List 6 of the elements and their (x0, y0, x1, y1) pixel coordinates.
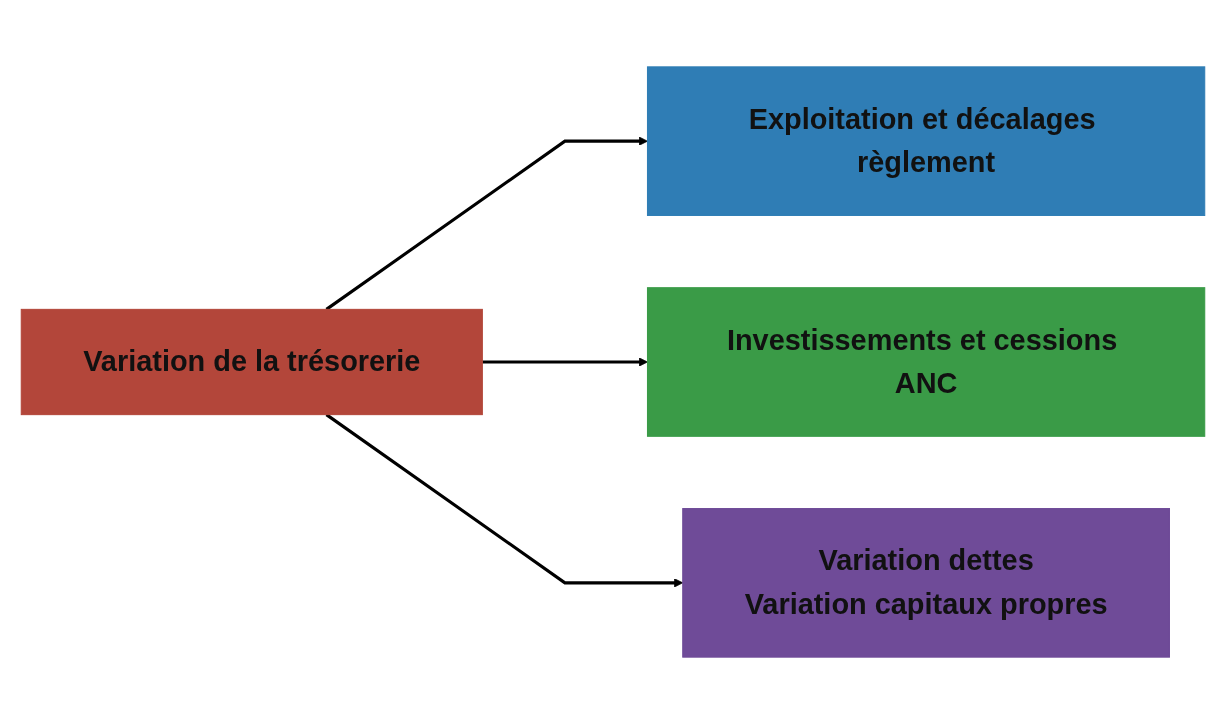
node-box: Variation de la trésorerie (20, 308, 483, 416)
arrow (325, 136, 648, 311)
node-box: Investissements et cessions ANC (646, 287, 1206, 437)
arrow (482, 357, 648, 367)
node-box: Exploitation et décalages règlement (646, 66, 1206, 216)
node-box: Variation dettes Variation capitaux propres (682, 508, 1170, 658)
